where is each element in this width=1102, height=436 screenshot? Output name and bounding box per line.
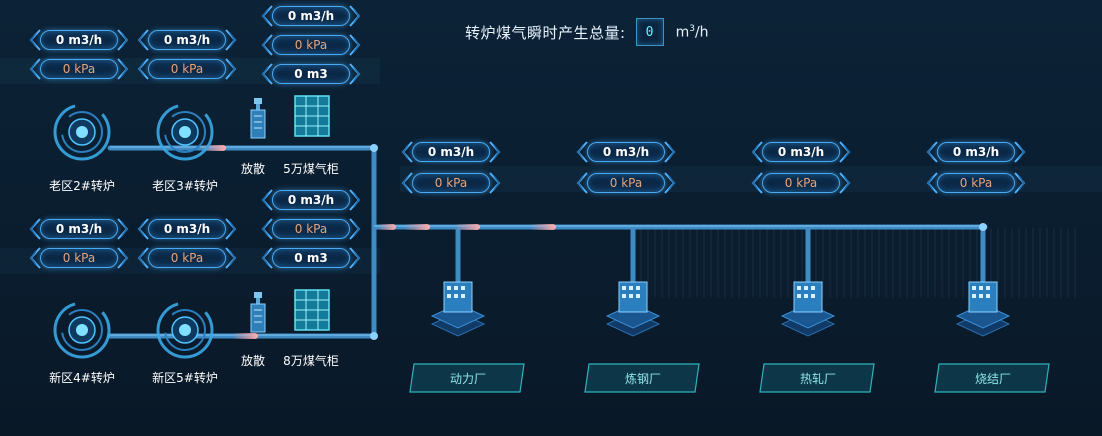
volume-value: 0 m3 [294,67,328,81]
flow-value: 0 m3/h [55,222,103,236]
pressure-value: 0 kPa [170,62,204,76]
gas-holder-icon[interactable] [292,94,332,138]
holder-label: 5万煤气柜 [283,162,339,176]
pressure-value: 0 kPa [609,176,643,190]
converter-pressure-badge: 0 kPa [28,245,130,271]
pressure-value: 0 kPa [434,176,468,190]
factory-tag[interactable]: 热轧厂 [758,362,878,394]
pressure-value: 0 kPa [959,176,993,190]
consumer-flow-badge: 0 m3/h [750,139,852,165]
consumer-flow-badge: 0 m3/h [925,139,1027,165]
pressure-value: 0 kPa [170,251,204,265]
factory-tag[interactable]: 烧结厂 [933,362,1053,394]
total-flow-value-box: 0 [635,18,664,46]
flow-value: 0 m3/h [55,33,103,47]
factory-label: 烧结厂 [974,372,1011,386]
pressure-value: 0 kPa [62,62,96,76]
junction-dot [370,144,378,152]
consumer-pressure-badge: 0 kPa [575,170,677,196]
factory-building-icon[interactable] [955,278,1011,344]
converter-flow-badge: 0 m3/h [136,216,238,242]
total-flow-unit: m3/h [675,23,709,41]
converter-label: 新区5#转炉 [152,371,218,385]
converter-gauge-icon[interactable] [52,300,112,360]
tank-flow-badge: 0 m3/h [260,3,362,29]
converter-label: 老区2#转炉 [49,179,115,193]
consumer-flow-badge: 0 m3/h [575,139,677,165]
factory-tag[interactable]: 动力厂 [408,362,528,394]
pressure-value: 0 kPa [784,176,818,190]
flow-value: 0 m3/h [602,145,650,159]
vent-stack-icon [250,292,266,333]
consumer-pressure-badge: 0 kPa [925,170,1027,196]
factory-building-icon[interactable] [430,278,486,344]
flow-value: 0 m3/h [952,145,1000,159]
factory-building-icon[interactable] [780,278,836,344]
total-flow-header: 转炉煤气瞬时产生总量: 0 m3/h [465,18,709,46]
flow-value: 0 m3/h [777,145,825,159]
total-flow-value: 0 [645,24,654,40]
pressure-value: 0 kPa [294,38,328,52]
tank-flow-badge: 0 m3/h [260,187,362,213]
tank-volume-badge: 0 m3 [260,61,362,87]
converter-flow-badge: 0 m3/h [28,216,130,242]
junction-dot [979,223,987,231]
vent-stack-icon [250,98,266,139]
converter-gauge-icon[interactable] [52,102,112,162]
converter-label: 新区4#转炉 [49,371,115,385]
holder-label: 8万煤气柜 [283,354,339,368]
bg-stripe [640,228,1080,298]
pressure-value: 0 kPa [62,251,96,265]
junction-dot [370,332,378,340]
converter-pressure-badge: 0 kPa [136,245,238,271]
converter-pressure-badge: 0 kPa [28,56,130,82]
factory-building-icon[interactable] [605,278,661,344]
tank-pressure-badge: 0 kPa [260,216,362,242]
converter-flow-badge: 0 m3/h [136,27,238,53]
total-flow-label: 转炉煤气瞬时产生总量: [465,23,626,42]
factory-label: 动力厂 [449,372,486,386]
flow-value: 0 m3/h [287,193,335,207]
converter-gauge-icon[interactable] [155,300,215,360]
factory-tag[interactable]: 炼钢厂 [583,362,703,394]
consumer-flow-badge: 0 m3/h [400,139,502,165]
flow-value: 0 m3/h [163,33,211,47]
flow-value: 0 m3/h [287,9,335,23]
flow-value: 0 m3/h [427,145,475,159]
converter-label: 老区3#转炉 [152,179,218,193]
converter-gauge-icon[interactable] [155,102,215,162]
flow-value: 0 m3/h [163,222,211,236]
vent-label: 放散 [240,162,266,176]
consumer-pressure-badge: 0 kPa [750,170,852,196]
converter-flow-badge: 0 m3/h [28,27,130,53]
gas-holder-icon[interactable] [292,288,332,332]
tank-volume-badge: 0 m3 [260,245,362,271]
converter-pressure-badge: 0 kPa [136,56,238,82]
vent-label: 放散 [240,354,266,368]
tank-pressure-badge: 0 kPa [260,32,362,58]
volume-value: 0 m3 [294,251,328,265]
factory-label: 热轧厂 [799,372,836,386]
pressure-value: 0 kPa [294,222,328,236]
factory-label: 炼钢厂 [624,372,661,386]
consumer-pressure-badge: 0 kPa [400,170,502,196]
